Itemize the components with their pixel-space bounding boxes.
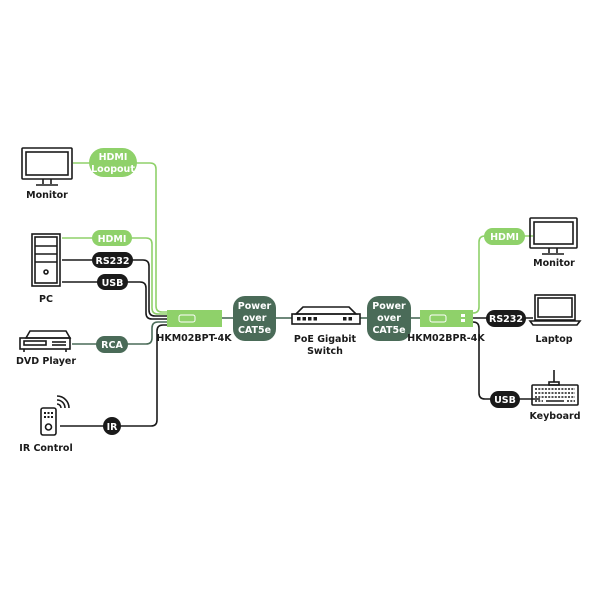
svg-text:USB: USB bbox=[494, 395, 516, 406]
svg-text:over: over bbox=[377, 313, 401, 324]
pill-pc-hdmi: HDMI bbox=[92, 230, 132, 246]
pill-ir: IR bbox=[103, 417, 121, 435]
monitor-left-label: Monitor bbox=[26, 190, 68, 201]
receiver-device bbox=[420, 310, 473, 327]
keyboard-icon bbox=[531, 370, 579, 406]
ir-remote-icon bbox=[40, 407, 57, 436]
pill-pc-usb: USB bbox=[97, 274, 128, 290]
wire-rx-usb bbox=[472, 321, 540, 400]
wire-ir bbox=[60, 324, 168, 427]
svg-text:HDMI: HDMI bbox=[490, 232, 519, 243]
svg-text:RCA: RCA bbox=[101, 340, 123, 351]
ir-control-label: IR Control bbox=[19, 443, 72, 454]
transmitter-device bbox=[167, 310, 222, 327]
svg-text:Loopout: Loopout bbox=[91, 164, 135, 175]
svg-text:HDMI: HDMI bbox=[98, 234, 127, 245]
pill-pc-rs232: RS232 bbox=[92, 252, 133, 268]
poe-right-badge: Power over CAT5e bbox=[367, 296, 411, 341]
pc-label: PC bbox=[39, 294, 53, 305]
monitor-right-icon bbox=[529, 217, 578, 255]
svg-text:RS232: RS232 bbox=[96, 256, 130, 267]
laptop-label: Laptop bbox=[535, 334, 572, 345]
switch-label-line1: PoE Gigabit bbox=[294, 334, 357, 345]
svg-text:USB: USB bbox=[102, 278, 124, 289]
laptop-icon bbox=[528, 294, 582, 326]
dvd-player-label: DVD Player bbox=[16, 356, 76, 367]
svg-text:over: over bbox=[243, 313, 267, 324]
wire-pc-hdmi bbox=[62, 237, 168, 315]
svg-text:Power: Power bbox=[238, 301, 272, 312]
pill-rx-usb: USB bbox=[490, 391, 520, 408]
wire-pc-rs232 bbox=[62, 259, 168, 317]
pill-rx-rs232: RS232 bbox=[486, 310, 526, 327]
svg-text:CAT5e: CAT5e bbox=[238, 325, 271, 336]
svg-text:Power: Power bbox=[372, 301, 406, 312]
dvd-player-icon bbox=[19, 330, 72, 352]
wire-dvd-rca bbox=[72, 321, 168, 345]
pill-dvd-rca: RCA bbox=[96, 336, 128, 353]
pill-rx-hdmi: HDMI bbox=[484, 228, 525, 245]
wire-hdmi-loopout bbox=[73, 162, 168, 313]
pc-tower-icon bbox=[31, 233, 61, 287]
ir-signal-icon bbox=[56, 395, 70, 409]
wires-left bbox=[60, 162, 168, 427]
svg-text:IR: IR bbox=[107, 422, 119, 433]
transmitter-label: HKM02BPT-4K bbox=[156, 333, 232, 344]
receiver-label: HKM02BPR-4K bbox=[407, 333, 485, 344]
poe-switch-icon bbox=[291, 306, 361, 325]
svg-text:CAT5e: CAT5e bbox=[372, 325, 405, 336]
svg-text:RS232: RS232 bbox=[489, 314, 523, 325]
poe-left-badge: Power over CAT5e bbox=[233, 296, 276, 341]
svg-text:HDMI: HDMI bbox=[99, 152, 128, 163]
wire-pc-usb bbox=[62, 281, 168, 320]
pill-hdmi-loopout: HDMI Loopout bbox=[89, 148, 137, 177]
monitor-right-label: Monitor bbox=[533, 258, 575, 269]
switch-label-line2: Switch bbox=[307, 346, 343, 357]
monitor-left-icon bbox=[21, 147, 73, 186]
keyboard-label: Keyboard bbox=[529, 411, 580, 422]
wire-rx-hdmi bbox=[472, 235, 533, 314]
